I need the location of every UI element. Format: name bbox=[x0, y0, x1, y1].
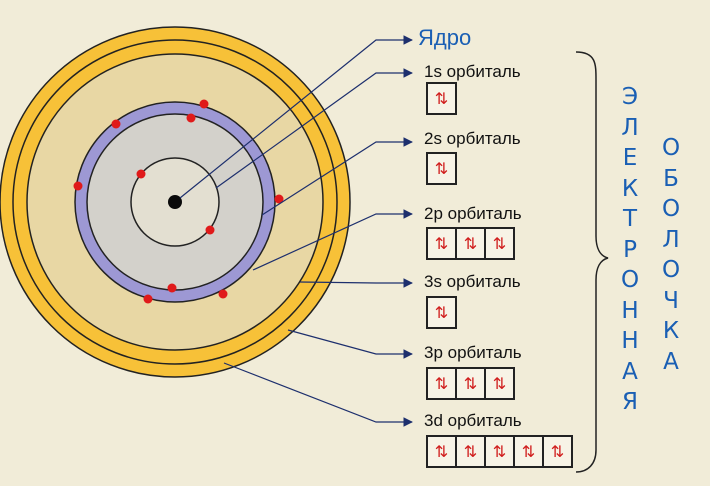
electron bbox=[136, 169, 146, 179]
cells-2s: ⇅ bbox=[426, 152, 457, 185]
arrow-core bbox=[179, 35, 413, 199]
orbital-cell: ⇅ bbox=[455, 367, 486, 400]
arrow-3s bbox=[299, 278, 413, 288]
orbital-cell: ⇅ bbox=[426, 152, 457, 185]
nucleus bbox=[168, 195, 182, 209]
orbital-cell: ⇅ bbox=[455, 227, 486, 260]
electron bbox=[186, 113, 196, 123]
orbital-cell: ⇅ bbox=[484, 227, 515, 260]
orbital-cell: ⇅ bbox=[426, 367, 457, 400]
vertical-letter: О bbox=[661, 257, 681, 283]
arrow-3d bbox=[223, 362, 413, 427]
vertical-letter: А bbox=[622, 358, 638, 385]
cells-1s: ⇅ bbox=[426, 82, 457, 115]
label-orbital-3p: 3p орбиталь bbox=[424, 343, 522, 362]
spin-pair-icon: ⇅ bbox=[434, 303, 449, 322]
vertical-letter: Р bbox=[623, 236, 637, 263]
orbital-cell: ⇅ bbox=[426, 227, 457, 260]
electron bbox=[73, 181, 83, 191]
vertical-letter: Я bbox=[622, 389, 638, 415]
pointer-lines bbox=[179, 35, 413, 427]
spin-pair-icon: ⇅ bbox=[463, 374, 478, 393]
vertical-letter: Н bbox=[621, 328, 639, 354]
vertical-letter: К bbox=[662, 318, 680, 344]
orbital-cell: ⇅ bbox=[426, 82, 457, 115]
vertical-letter: Э bbox=[621, 84, 639, 110]
vertical-letter: Л bbox=[621, 114, 639, 141]
vertical-letter: Н bbox=[621, 297, 639, 324]
spin-pair-icon: ⇅ bbox=[492, 374, 507, 393]
spin-pair-icon: ⇅ bbox=[492, 234, 507, 253]
label-orbital-1s: 1s орбиталь bbox=[424, 62, 521, 81]
electron bbox=[205, 225, 215, 235]
vertical-letter: А bbox=[663, 348, 679, 375]
spin-pair-icon: ⇅ bbox=[434, 159, 449, 178]
electron bbox=[199, 99, 209, 109]
label-orbital-2p: 2p орбиталь bbox=[424, 204, 522, 223]
vertical-letter: Т bbox=[622, 206, 638, 232]
vertical-letter: О bbox=[661, 196, 681, 222]
electron bbox=[274, 194, 284, 204]
vertical-letter: О bbox=[661, 135, 681, 161]
cells-3d: ⇅ ⇅ ⇅ ⇅ ⇅ bbox=[426, 435, 573, 468]
electrons bbox=[73, 99, 284, 304]
orbital-cell: ⇅ bbox=[426, 296, 457, 329]
electron bbox=[143, 294, 153, 304]
spin-pair-icon: ⇅ bbox=[463, 442, 478, 461]
electron bbox=[218, 289, 228, 299]
orbital-cell: ⇅ bbox=[426, 435, 457, 468]
vertical-letter: К bbox=[621, 175, 639, 202]
orbital-cell: ⇅ bbox=[484, 367, 515, 400]
spin-pair-icon: ⇅ bbox=[434, 89, 449, 108]
orbital-cell: ⇅ bbox=[484, 435, 515, 468]
orbital-cell: ⇅ bbox=[542, 435, 573, 468]
spin-pair-icon: ⇅ bbox=[492, 442, 507, 461]
arrow-2s bbox=[261, 137, 413, 216]
label-core: Ядро bbox=[418, 25, 472, 50]
spin-pair-icon: ⇅ bbox=[434, 442, 449, 461]
vertical-letter: Л bbox=[662, 226, 680, 253]
vertical-letter: Е bbox=[622, 145, 638, 171]
label-orbital-3s: 3s орбиталь bbox=[424, 272, 521, 291]
orbital-cell: ⇅ bbox=[513, 435, 544, 468]
vertical-letter: Б bbox=[663, 165, 679, 192]
cells-2p: ⇅ ⇅ ⇅ bbox=[426, 227, 515, 260]
orbital-cell: ⇅ bbox=[455, 435, 486, 468]
spin-pair-icon: ⇅ bbox=[434, 374, 449, 393]
spin-pair-icon: ⇅ bbox=[434, 234, 449, 253]
electron bbox=[167, 283, 177, 293]
arrow-3p bbox=[287, 329, 413, 359]
spin-pair-icon: ⇅ bbox=[521, 442, 536, 461]
cells-3p: ⇅ ⇅ ⇅ bbox=[426, 367, 515, 400]
arrow-1s bbox=[215, 68, 413, 189]
label-orbital-2s: 2s орбиталь bbox=[424, 129, 521, 148]
vertical-letter: О bbox=[620, 267, 640, 293]
spin-pair-icon: ⇅ bbox=[463, 234, 478, 253]
spin-pair-icon: ⇅ bbox=[550, 442, 565, 461]
arrow-2p bbox=[252, 209, 413, 271]
electron bbox=[111, 119, 121, 129]
shell-brace bbox=[575, 51, 609, 473]
cells-3s: ⇅ bbox=[426, 296, 457, 329]
label-orbital-3d: 3d орбиталь bbox=[424, 411, 522, 430]
vertical-letter: Ч bbox=[663, 287, 679, 314]
